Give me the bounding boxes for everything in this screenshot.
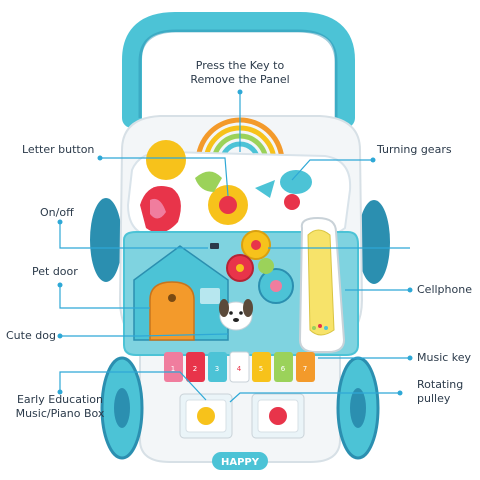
callout-press-key-line1: Press the Key to (195, 59, 285, 72)
shape-teal-bow[interactable] (255, 180, 275, 198)
callout-early-education-line1: Early Education (16, 393, 104, 406)
key-label-2: 2 (193, 365, 197, 373)
callout-cellphone: Cellphone (417, 283, 472, 296)
callout-turning-gears: Turning gears (377, 143, 452, 156)
key-label-7: 7 (303, 365, 307, 373)
callout-music-key: Music key (417, 351, 472, 364)
callout-press-key-line2: Remove the Panel (190, 73, 290, 86)
callout-dots (57, 89, 413, 396)
piano-key-5[interactable] (252, 352, 271, 382)
piano-key-7[interactable] (296, 352, 315, 382)
house-window (200, 288, 220, 304)
rear-wheel-right (358, 200, 390, 284)
walker-handle (122, 12, 355, 128)
callout-cute-dog: Cute dog (6, 329, 56, 342)
pulley-cube-right-picture (269, 407, 287, 425)
piano-key-1[interactable] (164, 352, 183, 382)
callout-rotating-pulley: Rotating pulley (417, 378, 463, 406)
rear-wheel-left (90, 198, 122, 282)
letter-button[interactable] (219, 196, 237, 214)
piano-key-4[interactable] (229, 351, 250, 383)
callout-rotating-pulley-line1: Rotating (417, 378, 464, 391)
on-off-switch[interactable] (210, 243, 219, 249)
callout-early-education: Early Education Music/Piano Box (2, 393, 118, 421)
callout-rotating-pulley-line2: pulley (417, 392, 451, 405)
callout-pet-door: Pet door (32, 265, 78, 278)
front-wheel-right-hub (350, 388, 366, 428)
brand-plate-text: HAPPY (221, 457, 260, 468)
brand-plate (212, 452, 268, 470)
callout-early-education-line2: Music/Piano Box (15, 407, 105, 420)
pulley-cube-left-picture (197, 407, 215, 425)
callout-lines (59, 92, 410, 403)
piano-keys: 1 2 3 4 5 6 7 (164, 351, 315, 383)
shape-blue-c[interactable] (280, 170, 312, 194)
cute-dog[interactable] (219, 299, 253, 331)
key-label-3: 3 (215, 365, 219, 373)
piano-key-6[interactable] (274, 352, 293, 382)
pet-door[interactable] (149, 281, 195, 341)
cellphone[interactable] (298, 216, 346, 353)
callout-letter-button: Letter button (22, 143, 95, 156)
sun-decoration (146, 140, 186, 180)
pet-door-paw-icon (168, 294, 176, 302)
key-label-1: 1 (171, 365, 175, 373)
letter-shape-pink[interactable] (150, 198, 166, 219)
front-wheel-left-hub (114, 388, 130, 428)
piano-key-3[interactable] (208, 352, 227, 382)
key-label-4: 4 (237, 365, 242, 373)
piano-key-2[interactable] (186, 352, 205, 382)
turning-gears[interactable] (226, 230, 294, 304)
shape-green[interactable] (195, 171, 222, 193)
handle-inner-shade (138, 29, 338, 118)
key-label-6: 6 (281, 365, 286, 373)
callout-on-off: On/off (40, 206, 74, 219)
key-label-5: 5 (259, 365, 263, 373)
callout-press-key: Press the Key to Remove the Panel (175, 59, 305, 87)
red-button-right[interactable] (284, 194, 300, 210)
